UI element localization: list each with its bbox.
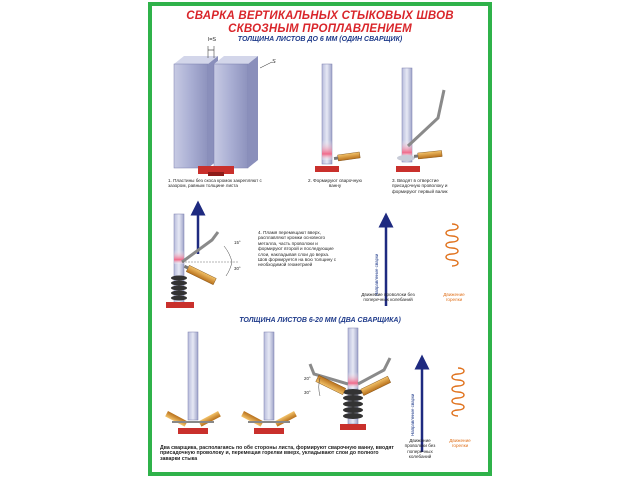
poster-title-line2: СКВОЗНЫМ ПРОПЛАВЛЕНИЕМ [228, 23, 412, 35]
poster-frame: СВАРКА ВЕРТИКАЛЬНЫХ СТЫКОВЫХ ШВОВ СКВОЗН… [148, 2, 492, 476]
poster-title-line1: СВАРКА ВЕРТИКАЛЬНЫХ СТЫКОВЫХ ШВОВ [186, 10, 454, 22]
section2-heading: ТОЛЩИНА ЛИСТОВ 6-20 ММ (ДВА СВАРЩИКА) [239, 317, 401, 324]
step1-caption: 1. Пластины без скоса кромок закрепляют … [168, 178, 262, 189]
angle-label-b: 30° [234, 266, 241, 271]
welding-direction-label-2: Направление сварки [410, 393, 415, 436]
wire-motion-label-1: Движение проволоки без поперечных колеба… [361, 292, 415, 303]
step3-caption: 3. Вводят в отверстие присадочную провол… [392, 178, 448, 194]
wire-motion-label-2: Движение проволоки без поперечных колеба… [404, 438, 436, 460]
thickness-dimension-label: S [272, 59, 276, 65]
section2-motion-arrows [414, 354, 465, 452]
torch-motion-label-1: Движение горелки [443, 292, 465, 303]
step4-caption: 4. Пламя перемещают вверх, расплавляют к… [258, 230, 337, 268]
angle-label-a: 15° [234, 240, 241, 245]
step3-illustration [396, 67, 446, 172]
angle-label-c: 20° [304, 376, 311, 381]
torch-oscillation-coil-2 [451, 367, 465, 417]
section2-stage3 [308, 327, 392, 430]
gap-dimension-label: l=S [208, 37, 217, 43]
diagram-canvas [165, 46, 465, 452]
step2-illustration [315, 63, 361, 172]
section1-motion-arrows [378, 212, 459, 306]
angle-label-d: 30° [304, 390, 311, 395]
step2-caption: 2. Формируют сварочную ванну [308, 178, 362, 189]
torch-oscillation-coil-1 [445, 223, 459, 267]
torch-motion-label-2: Движение горелки [449, 438, 471, 449]
section2-stage2 [241, 331, 297, 434]
step4-illustration [166, 200, 238, 308]
section2-caption: Два сварщика, располагаясь по обе сторон… [160, 445, 394, 462]
section1-heading: ТОЛЩИНА ЛИСТОВ ДО 6 ММ (ОДИН СВАРЩИК) [237, 36, 403, 43]
section2-stage1 [165, 331, 221, 434]
step1-plates [173, 56, 258, 176]
welding-direction-label-1: Направление сварки [374, 253, 379, 296]
step1-dimensions [207, 46, 273, 69]
